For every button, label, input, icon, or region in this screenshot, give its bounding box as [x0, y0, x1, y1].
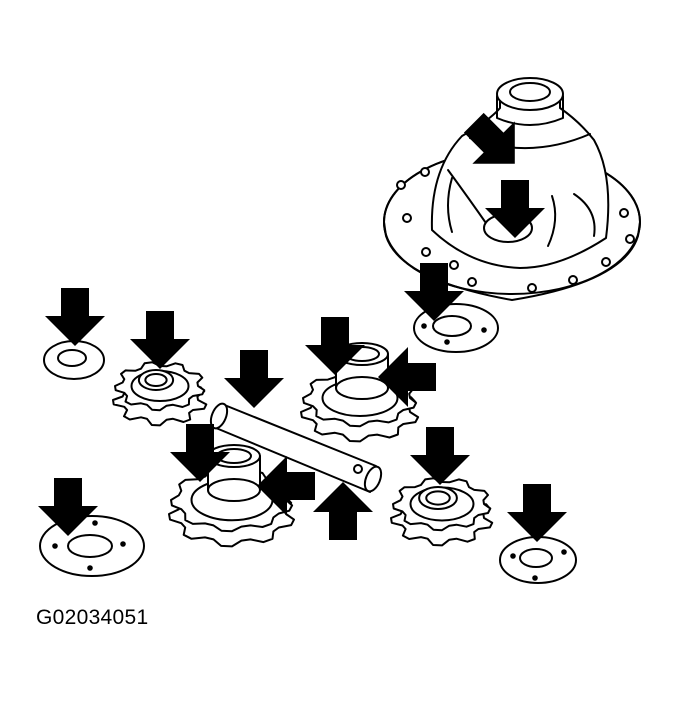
pinion-gear-right	[390, 477, 494, 547]
pinion-shaft	[209, 402, 383, 493]
figure-code: G02034051	[36, 606, 149, 629]
callout-arrow-12	[409, 426, 471, 486]
callout-arrow-11	[312, 481, 374, 541]
thrust-washer-left-top	[43, 340, 105, 380]
differential-case	[383, 77, 641, 301]
callout-arrow-5	[129, 310, 191, 370]
callout-arrow-4	[44, 287, 106, 347]
pinion-gear-left	[112, 361, 208, 427]
thrust-washer-left-bottom	[39, 515, 145, 577]
thrust-washer-right-bottom	[499, 536, 577, 584]
callout-arrow-7	[223, 349, 285, 409]
callout-arrow-14	[506, 483, 568, 543]
